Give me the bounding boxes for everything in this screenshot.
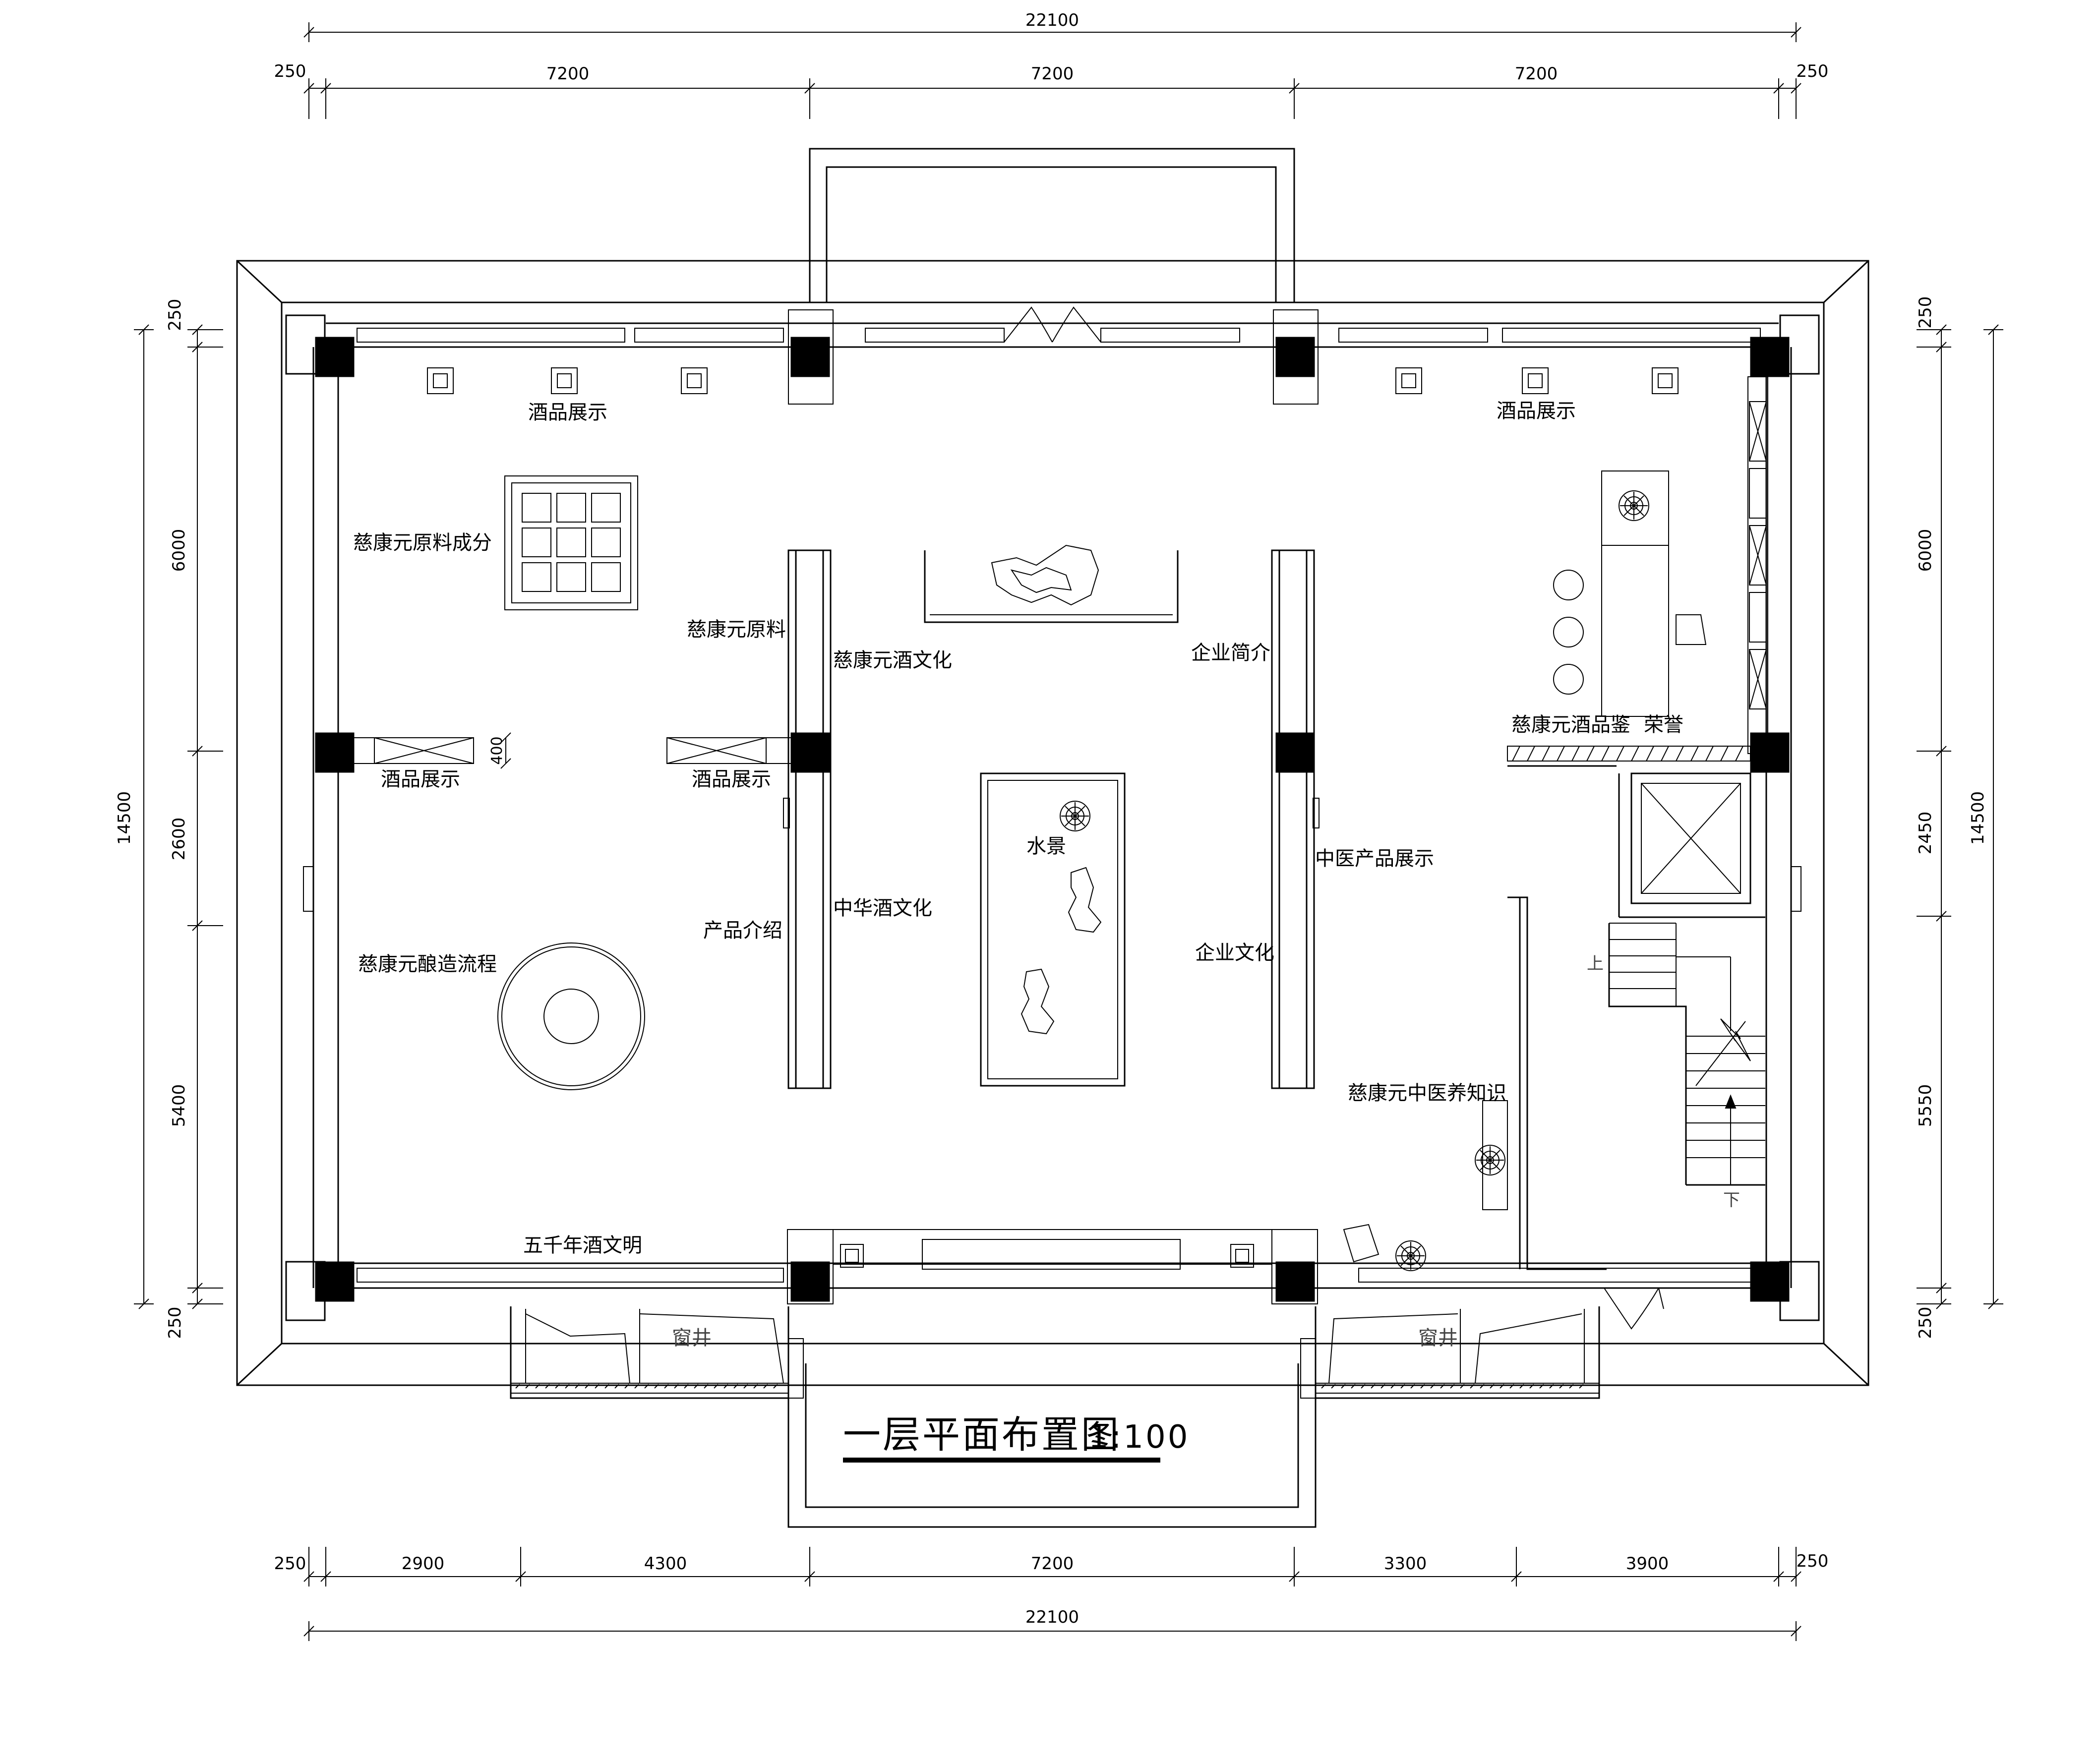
label-five-thousand-years: 五千年酒文明 xyxy=(523,1234,642,1257)
side-exit-door xyxy=(1604,1288,1664,1330)
dim-pier-width: 400 xyxy=(488,736,506,764)
dim-right-total: 14500 xyxy=(1968,791,1988,845)
dim-right-part-4: 5550 xyxy=(1916,1084,1935,1127)
dim-left-part-3: 2600 xyxy=(169,818,189,861)
column xyxy=(1275,732,1315,773)
label-wine-display-top-left: 酒品展示 xyxy=(528,401,607,424)
plant-icon xyxy=(1060,801,1090,831)
column xyxy=(315,1261,355,1302)
label-stairs-down: 下 xyxy=(1723,1190,1740,1210)
column xyxy=(790,337,830,377)
dim-bottom-bay-5: 3900 xyxy=(1626,1554,1669,1574)
dim-top-total: 22100 xyxy=(1025,10,1079,30)
pier-dimension xyxy=(500,732,511,769)
dim-top-right-edge: 250 xyxy=(1797,61,1829,81)
dim-right-part-2: 6000 xyxy=(1916,529,1935,572)
label-window-well-right: 窗井 xyxy=(1418,1327,1458,1350)
label-raw-material-components: 慈康元原料成分 xyxy=(353,531,492,554)
label-chinese-wine-culture: 中华酒文化 xyxy=(833,897,932,920)
dim-top-bay-3: 7200 xyxy=(1515,64,1558,84)
dim-right-part-3: 2450 xyxy=(1916,812,1935,855)
partition-walls xyxy=(303,549,1320,1089)
plant-icon xyxy=(1619,490,1649,521)
honors-wall xyxy=(1507,746,1751,767)
plant-icon xyxy=(1395,1240,1426,1271)
dimension-texts: 22100 250 250 7200 7200 7200 250 2900 43… xyxy=(115,10,1988,1627)
label-tcm-products: 中医产品展示 xyxy=(1315,847,1434,870)
raw-material-display-case xyxy=(504,475,638,610)
dim-right-part-1: 250 xyxy=(1916,296,1935,329)
label-window-well-left: 窗井 xyxy=(672,1327,712,1350)
dim-bottom-total: 22100 xyxy=(1025,1607,1079,1627)
column xyxy=(790,1261,830,1302)
window-well-right xyxy=(1300,1306,1600,1399)
label-product-intro: 产品介绍 xyxy=(703,919,782,942)
tcm-display-wall xyxy=(1343,896,1607,1270)
title-scale: 1:100 xyxy=(1088,1419,1190,1456)
label-tcm-knowledge: 慈康元中医养知识 xyxy=(1348,1082,1506,1105)
window-well-left xyxy=(510,1306,804,1399)
elevator-shaft xyxy=(1618,772,1765,918)
label-wine-culture: 慈康元酒文化 xyxy=(833,649,952,672)
dim-left-total: 14500 xyxy=(115,791,134,845)
label-water-feature: 水景 xyxy=(1026,835,1066,858)
dim-top-left-edge: 250 xyxy=(274,61,306,81)
brewing-round-table xyxy=(497,942,645,1090)
tasting-bar xyxy=(1553,470,1707,717)
column xyxy=(315,732,355,773)
top-planter xyxy=(924,544,1179,623)
exterior-walls xyxy=(285,314,1820,1321)
column xyxy=(1275,1261,1315,1302)
elevator-side-niche xyxy=(1791,866,1801,912)
column xyxy=(1750,337,1790,377)
title-text: 一层平面布置图 xyxy=(843,1412,1121,1457)
label-stairs-up: 上 xyxy=(1587,954,1604,974)
label-honors: 荣誉 xyxy=(1644,713,1683,736)
space-labels: 酒品展示 酒品展示 慈康元原料成分 慈康元原料 慈康元酒文化 企业简介 酒品展示… xyxy=(353,400,1740,1350)
dim-bottom-right-edge: 250 xyxy=(1797,1551,1829,1571)
dim-right-part-5: 250 xyxy=(1916,1307,1935,1339)
dim-left-part-2: 6000 xyxy=(169,529,189,572)
roof-outline xyxy=(236,148,1869,1528)
dim-bottom-bay-4: 3300 xyxy=(1384,1554,1427,1574)
column-casings xyxy=(787,309,1319,1304)
dim-left-part-1: 250 xyxy=(165,299,185,331)
plant-icon xyxy=(1475,1145,1505,1175)
dim-bottom-bay-2: 4300 xyxy=(644,1554,687,1574)
dim-bottom-left-edge: 250 xyxy=(274,1554,306,1574)
label-corporate-culture: 企业文化 xyxy=(1195,941,1274,964)
dim-top-bay-2: 7200 xyxy=(1031,64,1074,84)
column xyxy=(315,337,355,377)
staircase xyxy=(1608,923,1765,1186)
label-wine-display-mid: 酒品展示 xyxy=(692,768,771,791)
bottom-bench xyxy=(833,1229,1272,1270)
dim-bottom-bay-3: 7200 xyxy=(1031,1554,1074,1574)
display-pedestals xyxy=(427,367,1679,394)
main-entrance-door xyxy=(1004,306,1101,343)
water-feature-pool xyxy=(980,772,1126,1087)
label-wine-display-left: 酒品展示 xyxy=(381,768,460,791)
column xyxy=(1750,1261,1790,1302)
label-brewing-process: 慈康元酿造流程 xyxy=(358,953,497,976)
dim-left-part-4: 5400 xyxy=(169,1084,189,1127)
dim-left-part-5: 250 xyxy=(165,1307,185,1339)
label-company-intro: 企业简介 xyxy=(1191,642,1270,664)
dim-bottom-bay-1: 2900 xyxy=(402,1554,445,1574)
structural-columns xyxy=(315,337,1790,1302)
plant-icons xyxy=(1060,490,1649,1271)
label-wine-display-top-right: 酒品展示 xyxy=(1497,400,1576,422)
label-raw-material: 慈康元原料 xyxy=(687,618,786,641)
column xyxy=(1750,732,1790,773)
right-wall-shelving xyxy=(1747,376,1768,754)
dimension-lines xyxy=(134,22,2003,1641)
column xyxy=(1275,337,1315,377)
dim-top-bay-1: 7200 xyxy=(546,64,590,84)
drawing-title: 一层平面布置图 1:100 xyxy=(843,1412,1190,1463)
label-tasting: 慈康元酒品鉴 xyxy=(1511,713,1630,736)
